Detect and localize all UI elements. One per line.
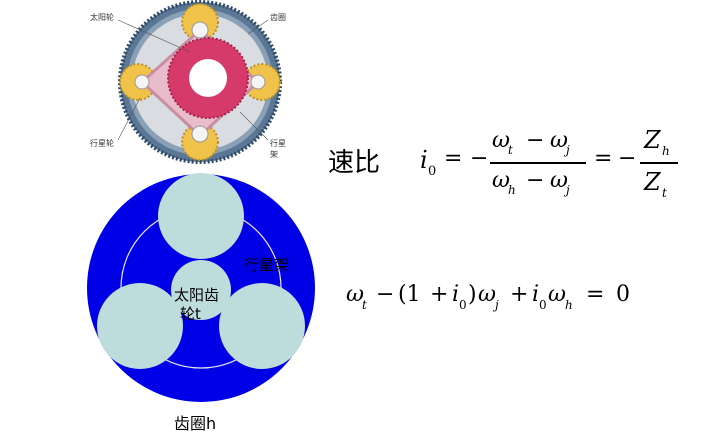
f2-plus: + xyxy=(430,282,449,307)
carrier-pin-bottom xyxy=(191,125,209,143)
f2-plus-2: + xyxy=(510,282,529,307)
ratio-subscript: 0 xyxy=(428,164,437,179)
carrier-pin-left xyxy=(134,74,150,90)
f2-equals: = xyxy=(586,282,605,307)
f2-omega-j-sub: j xyxy=(495,298,499,312)
den-omega-j-sub: j xyxy=(566,183,570,197)
sun-gear-circle xyxy=(171,260,231,320)
f2-i-2: i xyxy=(532,282,540,307)
f2-omega-j: ω xyxy=(478,282,496,307)
label-ring-gear: 齿圈 xyxy=(270,13,286,22)
speed-ratio-formula: 速比 i 0 = − ω t − ω j ω h − ω j = − Z h Z… xyxy=(328,126,688,208)
f2-i: i xyxy=(452,282,460,307)
carrier-pin-top xyxy=(191,21,209,39)
label-carrier: 行星架 xyxy=(270,139,286,159)
planet-left xyxy=(97,283,183,369)
den-omega-j: ω xyxy=(550,168,568,193)
speed-ratio-title: 速比 xyxy=(328,148,381,178)
leader-sun xyxy=(117,19,191,53)
sun-gear-sublabel: 轮t xyxy=(180,305,201,323)
sun-gear-bore xyxy=(189,59,227,97)
den-omega-h: ω xyxy=(492,168,510,193)
equals-1: = xyxy=(444,146,463,171)
ring-gear-label: 齿圈h xyxy=(174,414,217,433)
z-ring-sub: h xyxy=(662,144,670,158)
speed-relation-formula: ω t − (1 + i 0 ) ω j + i 0 ω h = 0 xyxy=(346,280,646,320)
z-sun: Z xyxy=(644,168,661,196)
equals-2: = xyxy=(594,146,613,171)
carrier-pin-right xyxy=(250,74,266,90)
minus-1: − xyxy=(470,146,489,171)
f2-omega-h-sub: h xyxy=(565,298,573,312)
f2-omega-h: ω xyxy=(548,282,566,307)
leader-planet xyxy=(117,97,141,141)
gear-photo: 太阳轮 齿圈 行星轮 行星架 xyxy=(90,0,290,168)
z-ring: Z xyxy=(644,126,661,154)
num-omega-t-sub: t xyxy=(508,143,513,157)
f2-omega-t: ω xyxy=(346,282,364,307)
label-sun-gear: 太阳轮 xyxy=(90,13,114,22)
omega-fraction: ω t − ω j ω h − ω j xyxy=(490,128,590,204)
leader-ring xyxy=(247,19,269,35)
den-minus: − xyxy=(526,168,545,193)
f2-i-sub: 0 xyxy=(459,298,467,312)
den-omega-h-sub: h xyxy=(508,183,516,197)
f2-paren-open: (1 xyxy=(398,282,421,307)
label-planet-gear: 行星轮 xyxy=(90,139,114,148)
z-sun-sub: t xyxy=(662,186,667,200)
num-minus: − xyxy=(526,128,545,153)
planet-top xyxy=(158,173,244,259)
ratio-symbol: i xyxy=(420,146,428,174)
planetary-schematic: 太阳齿 轮t 行星架 齿圈h xyxy=(86,172,316,436)
teeth-fraction: Z h Z t xyxy=(640,126,684,204)
num-omega-j: ω xyxy=(550,128,568,153)
f2-i-2-sub: 0 xyxy=(539,298,547,312)
fraction-bar-1 xyxy=(490,162,586,164)
f2-zero: 0 xyxy=(616,282,630,307)
sun-gear-label: 太阳齿 xyxy=(174,286,220,304)
planet-right xyxy=(219,283,305,369)
num-omega-t: ω xyxy=(492,128,510,153)
leader-carrier xyxy=(239,111,269,141)
f2-minus: − xyxy=(376,282,395,307)
schematic-drawing xyxy=(87,173,315,402)
num-omega-j-sub: j xyxy=(566,143,570,157)
f2-omega-t-sub: t xyxy=(362,298,367,312)
fraction-bar-2 xyxy=(640,162,678,164)
f2-paren-close: ) xyxy=(468,282,477,307)
minus-2: − xyxy=(618,146,637,171)
gear-photo-illustration xyxy=(117,0,282,164)
carrier-label: 行星架 xyxy=(244,256,290,274)
